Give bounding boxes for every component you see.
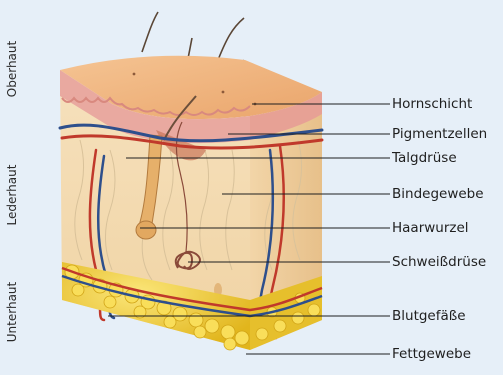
label-blutgefaesse: Blutgefäße xyxy=(392,308,466,324)
label-hornschicht: Hornschicht xyxy=(392,96,472,112)
label-schweissdruese: Schweißdrüse xyxy=(392,254,486,270)
label-bindegewebe: Bindegewebe xyxy=(392,186,484,202)
label-pigmentzellen: Pigmentzellen xyxy=(392,126,487,142)
layer-label-unterhaut: Unterhaut xyxy=(5,257,19,367)
label-talgdruese: Talgdrüse xyxy=(392,150,457,166)
label-haarwurzel: Haarwurzel xyxy=(392,220,469,236)
label-fettgewebe: Fettgewebe xyxy=(392,346,471,362)
layer-label-oberhaut: Oberhaut xyxy=(5,14,19,124)
layer-label-lederhaut: Lederhaut xyxy=(5,140,19,250)
